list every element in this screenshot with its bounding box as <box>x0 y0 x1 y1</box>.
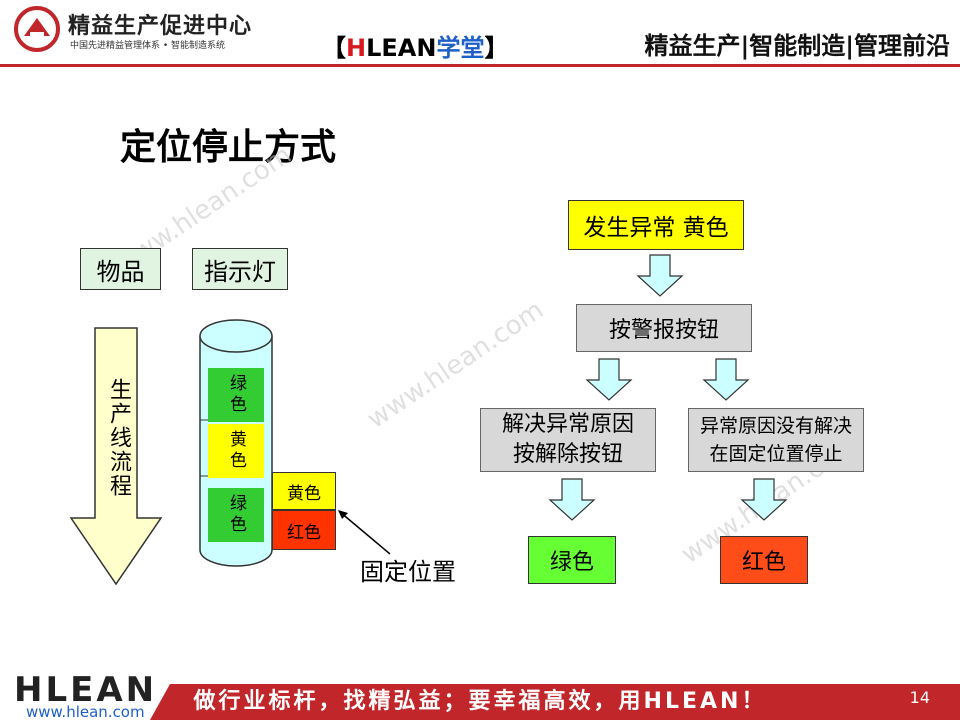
fixed-position-label: 固定位置 <box>360 558 456 586</box>
pointer-arrow-icon <box>338 510 391 555</box>
footer-url: www.hlean.com <box>26 703 145 721</box>
press-alarm-box: 按警报按钮 <box>576 304 752 352</box>
unsolved-line-1: 异常原因没有解决 <box>699 415 852 437</box>
brand-cn: 学堂 <box>436 34 485 62</box>
lamp-green-top: 绿色 <box>208 368 264 422</box>
side-red-light: 红色 <box>272 510 336 550</box>
solved-line-1: 解决异常原因 <box>501 412 634 437</box>
slide-title: 定位停止方式 <box>120 127 337 168</box>
production-flow-arrow-icon <box>69 327 163 586</box>
brand-h: H <box>346 34 367 62</box>
down-arrow-icon <box>740 478 788 521</box>
item-label: 物品 <box>80 248 161 290</box>
brand-tag: 【HLEAN学堂】 <box>322 28 508 63</box>
solved-line-2: 按解除按钮 <box>512 442 623 467</box>
org-name: 精益生产促进中心 <box>68 14 253 39</box>
down-arrow-icon <box>585 358 633 401</box>
down-arrow-icon <box>636 254 684 297</box>
lamp-green-bottom: 绿色 <box>208 488 264 542</box>
unsolved-box: 异常原因没有解决 在固定位置停止 <box>688 408 864 472</box>
down-arrow-icon <box>702 358 750 401</box>
brand-bracket-open: 【 <box>322 34 346 62</box>
production-flow-label: 生产线流程 <box>106 378 131 498</box>
down-arrow-icon <box>548 478 596 521</box>
green-result-box: 绿色 <box>528 536 616 584</box>
page-number: 14 <box>909 688 930 707</box>
footer-logo: HLEAN <box>14 670 158 710</box>
indicator-light-label: 指示灯 <box>192 248 288 290</box>
org-logo-icon <box>14 6 60 52</box>
side-yellow-light: 黄色 <box>272 472 336 510</box>
lamp-yellow: 黄色 <box>208 424 264 478</box>
org-subtitle: 中国先进精益管理体系 • 智能制造系统 <box>70 41 226 51</box>
brand-lean: LEAN <box>366 34 437 62</box>
footer-slogan: 做行业标杆，找精弘益；要幸福高效，用HLEAN！ <box>193 689 767 714</box>
footer-bar <box>150 684 960 720</box>
header-divider <box>0 64 960 67</box>
brand-bracket-close: 】 <box>484 34 509 62</box>
abnormal-yellow-box: 发生异常 黄色 <box>568 200 744 250</box>
unsolved-line-2: 在固定位置停止 <box>709 443 843 465</box>
red-result-box: 红色 <box>720 536 808 584</box>
header-slogan: 精益生产|智能制造|管理前沿 <box>644 32 950 60</box>
solved-box: 解决异常原因 按解除按钮 <box>480 408 656 472</box>
